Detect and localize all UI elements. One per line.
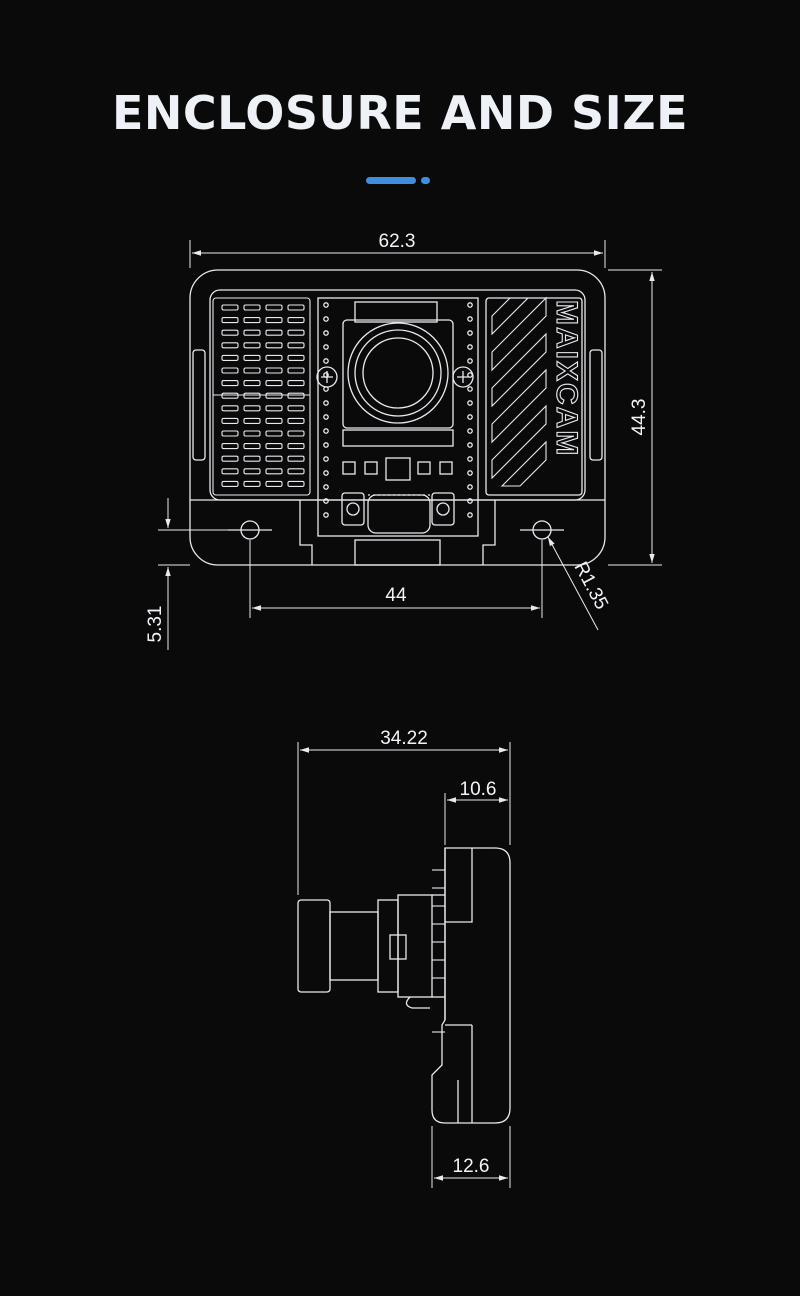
- front-view: [189, 269, 606, 566]
- side-enclosure: [431, 847, 511, 1124]
- dim-height: 44.3: [629, 399, 650, 436]
- maixcam-logo: MAIXCAM: [550, 300, 583, 457]
- dim-hole-offset: 5.31: [145, 606, 166, 643]
- mounting-hole-left: [228, 520, 272, 540]
- dim-total-depth: 34.22: [380, 728, 428, 749]
- logo-panel: [485, 297, 583, 496]
- heatsink-grid: [212, 297, 311, 496]
- title-accent-bar: [366, 177, 416, 184]
- pcb-board: [317, 297, 479, 537]
- dim-hole-spacing: 44: [385, 585, 407, 606]
- title-accent-dot: [421, 177, 430, 184]
- lens-outer: [347, 322, 449, 424]
- usb-c-port: [367, 494, 431, 534]
- page-title: ENCLOSURE AND SIZE: [111, 86, 689, 140]
- dim-bottom-depth: 12.6: [453, 1156, 490, 1177]
- stripe-pattern: [491, 296, 547, 487]
- dim-top-depth: 10.6: [460, 779, 497, 800]
- mounting-hole-right: [520, 520, 564, 540]
- dim-radius: R1.35: [570, 558, 612, 613]
- side-dimensions: [297, 742, 511, 1188]
- dim-width: 62.3: [379, 231, 416, 252]
- side-view: [297, 847, 511, 1124]
- front-dimensions: [158, 240, 662, 650]
- lens-barrel: [297, 899, 331, 993]
